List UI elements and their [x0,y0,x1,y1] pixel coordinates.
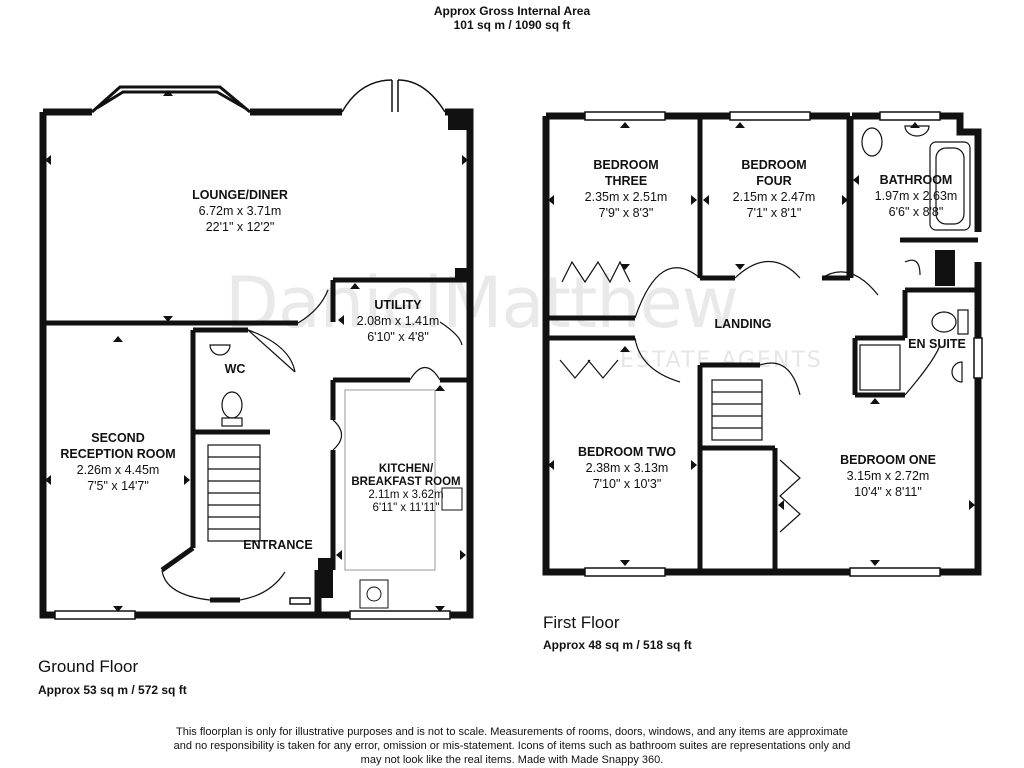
room-name-line1: KITCHEN/ [378,463,434,475]
room-name-line1: BEDROOM [593,158,659,172]
room-dimensions-imperial: 22'1" x 12'2" [205,220,275,234]
room-name: EN SUITE [908,337,966,351]
room-dimensions-metric: 6.72m x 3.71m [198,204,282,218]
lounge-french-doors [341,79,446,113]
room-name: ENTRANCE [243,538,313,552]
room-name-line2: FOUR [756,174,792,188]
room-second-reception: SECOND RECEPTION ROOM 2.26m x 4.45m 7'5"… [38,430,198,494]
gross-area-label: Approx Gross Internal Area [433,4,591,18]
room-name-line1: SECOND [91,431,145,445]
first-windows [584,111,983,577]
first-floor-internal [546,116,978,572]
room-bedroom-two: BEDROOM TWO 2.38m x 3.13m 7'10" x 10'3" [552,444,702,492]
room-wc: WC [210,361,260,377]
room-dimensions-imperial: 7'10" x 10'3" [592,477,662,491]
lounge-bay-window [91,85,251,114]
wardrobe-doors [559,260,801,533]
ground-stairs [207,444,261,542]
room-name: LOUNGE/DINER [192,188,288,202]
room-name: UTILITY [374,298,422,312]
room-dimensions-imperial: 10'4" x 8'11" [854,485,922,499]
wall-pier-entrance [318,558,333,598]
chimney-block [448,112,470,130]
ground-windows [54,597,451,620]
ground-floor-title: Ground Floor [38,657,139,676]
room-dimensions-metric: 2.15m x 2.47m [732,190,816,204]
room-bedroom-three: BEDROOM THREE 2.35m x 2.51m 7'9" x 8'3" [556,157,696,221]
room-dimensions-metric: 2.38m x 3.13m [585,461,669,475]
room-utility: UTILITY 2.08m x 1.41m 6'10" x 4'8" [338,297,458,345]
room-name: BEDROOM ONE [840,453,936,467]
boiler-cupboard [935,250,955,286]
room-dimensions-imperial: 6'11" x 11'11" [372,502,440,514]
room-landing: LANDING [698,316,788,332]
disclaimer-line-1: This floorplan is only for illustrative … [176,726,848,738]
room-name: LANDING [714,317,772,331]
ground-floor-internal-walls [43,277,470,603]
room-name-line2: BREAKFAST ROOM [351,476,461,488]
ground-floor-area: Approx 53 sq m / 572 sq ft [38,683,187,697]
gross-area-value: 101 sq m / 1090 sq ft [453,18,571,32]
room-name-line2: THREE [604,174,648,188]
bathroom-fixtures [859,125,971,391]
room-dimensions-metric: 2.08m x 1.41m [356,314,440,328]
room-entrance: ENTRANCE [226,537,330,553]
room-lounge-diner: LOUNGE/DINER 6.72m x 3.71m 22'1" x 12'2" [140,187,340,235]
room-bedroom-four: BEDROOM FOUR 2.15m x 2.47m 7'1" x 8'1" [704,157,844,221]
room-en-suite: EN SUITE [898,336,976,352]
room-name-line2: RECEPTION ROOM [60,447,176,461]
room-name-line1: BEDROOM [741,158,807,172]
room-name: BEDROOM TWO [578,445,676,459]
wc-fixtures [209,344,243,427]
room-name: WC [224,362,246,376]
first-doors [634,259,941,396]
room-dimensions-metric: 2.35m x 2.51m [584,190,668,204]
room-dimensions-metric: 2.11m x 3.62m [368,489,444,501]
first-floor-area: Approx 48 sq m / 518 sq ft [543,638,692,652]
room-dimensions-imperial: 7'1" x 8'1" [746,206,802,220]
wall-pier [455,268,470,280]
room-name: BATHROOM [879,173,953,187]
room-dimensions-imperial: 7'9" x 8'3" [598,206,654,220]
room-bathroom: BATHROOM 1.97m x 2.63m 6'6" x 8'8" [858,172,974,220]
room-dimensions-metric: 2.26m x 4.45m [76,463,160,477]
room-dimensions-metric: 3.15m x 2.72m [846,469,930,483]
dimension-markers-first [548,122,975,566]
room-kitchen: KITCHEN/ BREAKFAST ROOM 2.11m x 3.62m 6'… [340,463,472,515]
ground-doors [161,289,463,601]
dimension-markers-ground [45,90,468,612]
watermark-logo: DanielMatthew [225,262,739,344]
room-dimensions-imperial: 6'6" x 8'8" [888,205,944,219]
first-floor-title: First Floor [543,613,620,632]
disclaimer-line-3: may not look like the real items. Made w… [360,754,664,766]
room-dimensions-metric: 1.97m x 2.63m [874,189,958,203]
room-dimensions-imperial: 7'5" x 14'7" [87,479,149,493]
first-stairs [711,379,763,441]
kitchen-fixtures [344,389,463,609]
disclaimer-line-2: and no responsibility is taken for any e… [173,740,851,752]
room-bedroom-one: BEDROOM ONE 3.15m x 2.72m 10'4" x 8'11" [818,452,958,500]
room-dimensions-imperial: 6'10" x 4'8" [367,330,429,344]
